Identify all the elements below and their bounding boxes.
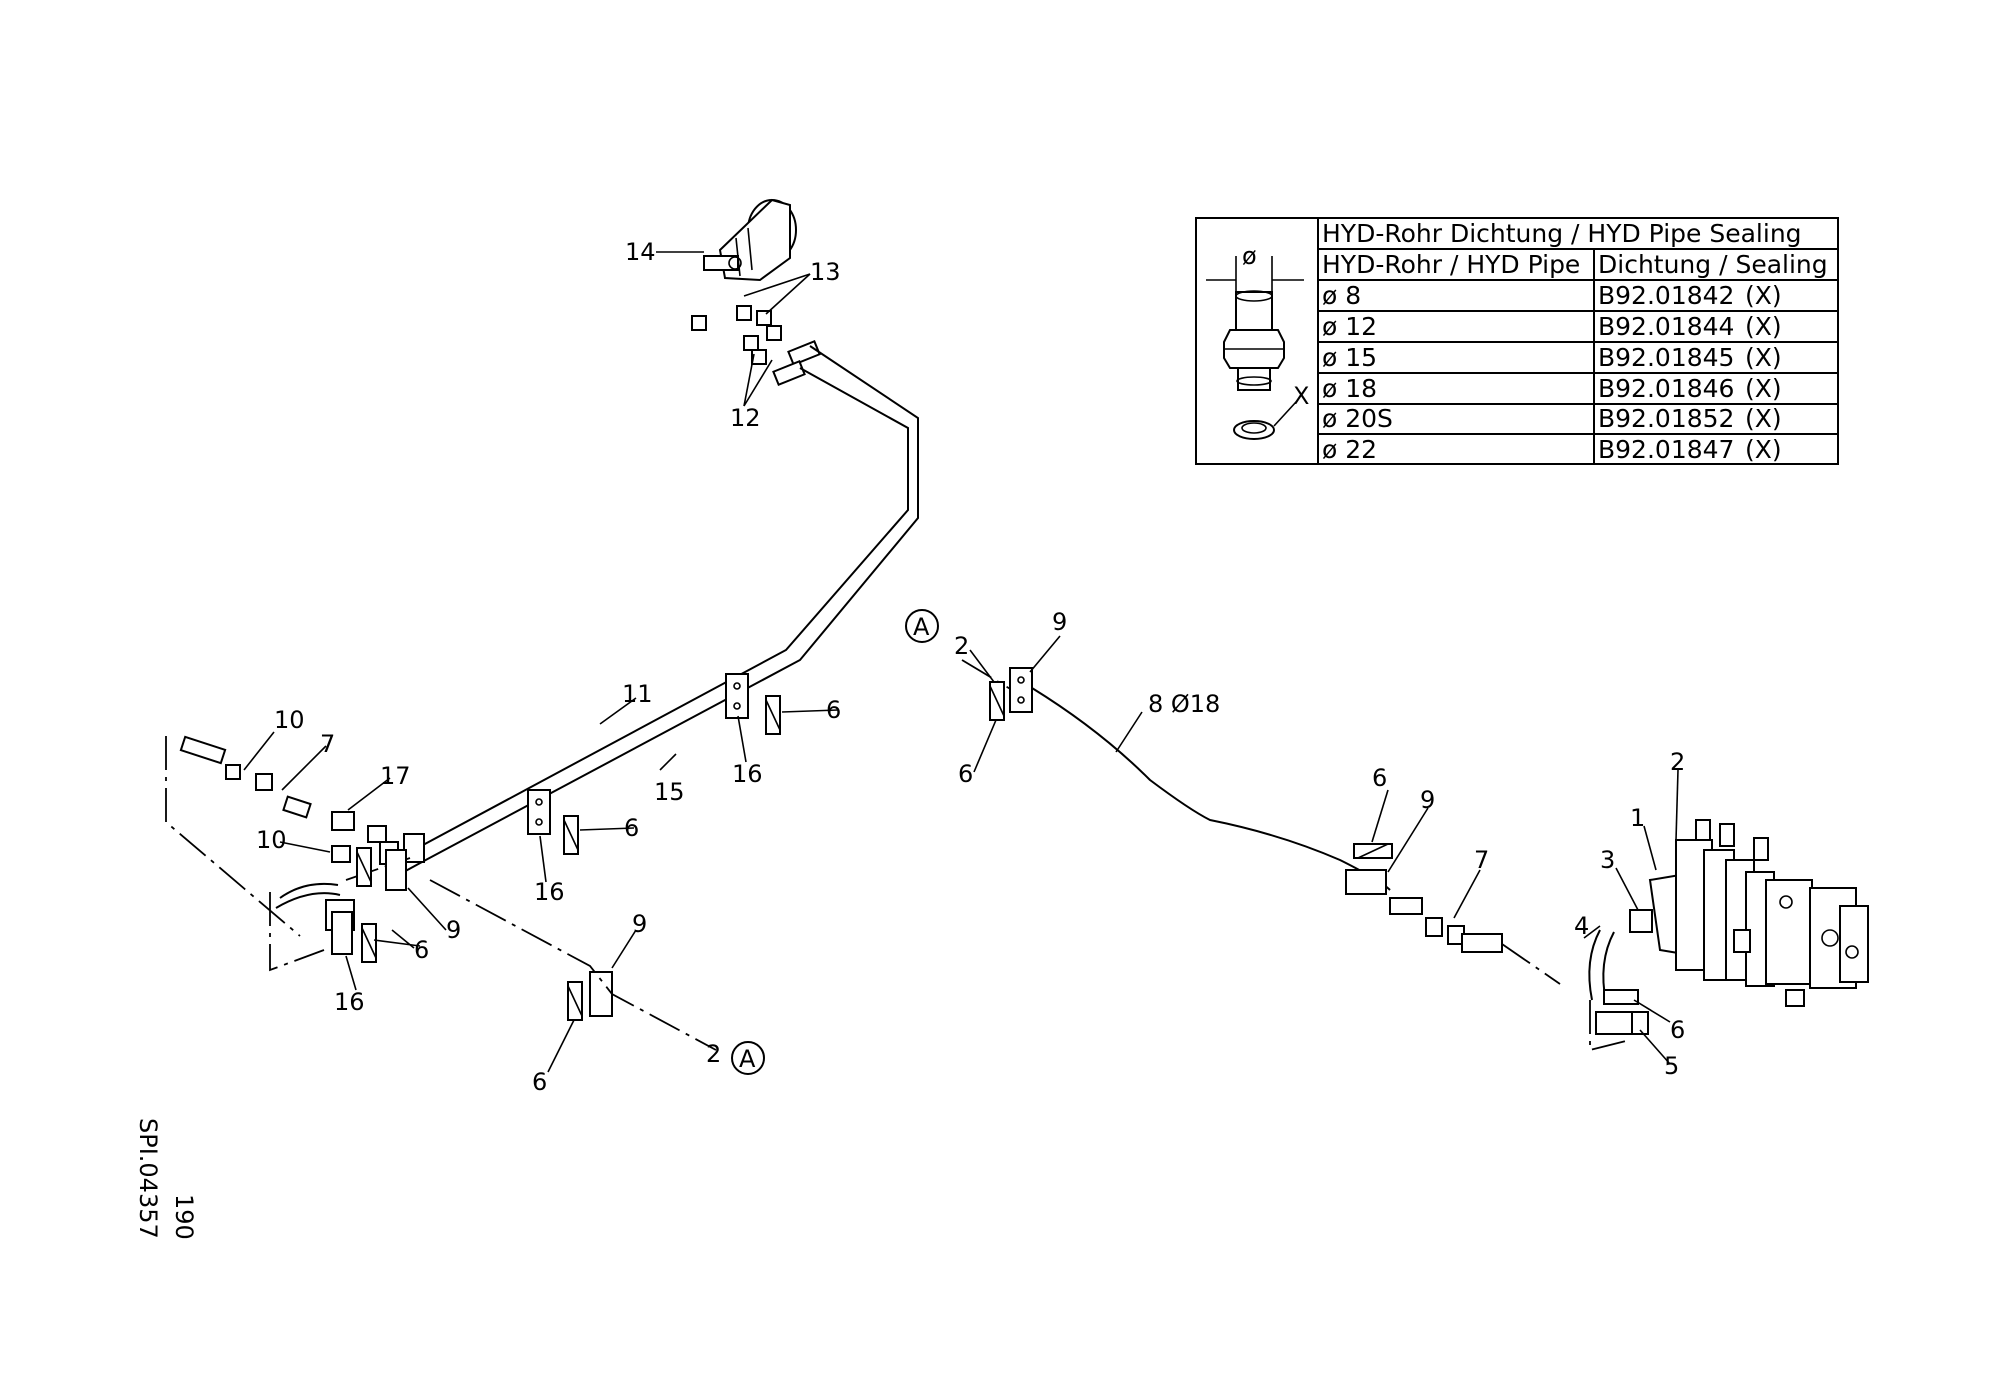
table-header-pipe: HYD-Rohr / HYD Pipe [1322,250,1580,279]
callout-1: 1 [1630,804,1645,832]
table-row-part: B92.01845 [1598,343,1734,372]
table-row-pipe: ø 20S [1322,404,1393,433]
callout-9: 9 [632,910,647,938]
seal-marker-x: X [1293,382,1309,410]
pipe-clamp [527,789,551,835]
callout-6: 6 [414,936,429,964]
callout-2: 2 [706,1040,721,1068]
table-row-pipe: ø 12 [1322,312,1377,341]
table-row-part: B92.01844 [1598,312,1734,341]
callout-10: 10 [274,706,305,734]
table-row-part: B92.01842 [1598,281,1734,310]
table-row-pipe: ø 22 [1322,435,1377,464]
callout-9: 9 [1052,608,1067,636]
diameter-symbol: ø [1242,242,1257,270]
callout-3: 3 [1600,846,1615,874]
hydraulic-motor [703,198,797,282]
clamp-plate [567,981,583,1021]
clamp-plate [1353,843,1393,859]
callout-6: 6 [624,814,639,842]
table-header-sealing: Dichtung / Sealing [1598,250,1828,279]
pipe-clamp [385,849,407,891]
table-row-mark: (X) [1745,281,1782,310]
pipe-8 [961,659,1391,891]
callout-9: 9 [446,916,461,944]
callout-7: 7 [320,730,335,758]
pipe-clamp [1009,667,1033,713]
clamp-plate [563,815,579,855]
callout-14: 14 [625,238,656,266]
callout-9: 9 [1420,786,1435,814]
callout-leaders [243,251,1679,1073]
clamp-plate [356,847,372,887]
callout-12: 12 [730,404,761,432]
callout-16: 16 [732,760,763,788]
table-row-mark: (X) [1745,312,1782,341]
pipe-fitting-illustration: ø X [1206,242,1309,440]
callout-2: 2 [954,632,969,660]
pipe-fitting [1389,897,1561,985]
pipe-clamp [1345,869,1387,895]
callout-11: 11 [622,680,653,708]
drawing-reference: SPI.04357 190 [134,1118,198,1240]
table-row-pipe: ø 15 [1322,343,1377,372]
table-row-mark: (X) [1745,374,1782,403]
sealing-table: HYD-Rohr Dichtung / HYD Pipe Sealing HYD… [1195,217,1839,465]
callout-6: 6 [826,696,841,724]
section-marker-a: A [731,1041,765,1075]
callout-7: 7 [1474,846,1489,874]
section-marker-a: A [905,609,939,643]
callout-labels: 14 13 12 10 7 17 10 11 15 6 16 6 16 9 6 … [256,238,1685,1096]
callout-6: 6 [1670,1016,1685,1044]
clamp-plate [765,695,781,735]
callout-2: 2 [1670,748,1685,776]
callout-13: 13 [810,258,841,286]
callout-6: 6 [1372,764,1387,792]
hose-4 [1588,929,1649,1052]
table-title: HYD-Rohr Dichtung / HYD Pipe Sealing [1322,219,1802,248]
table-row-pipe: ø 8 [1322,281,1361,310]
table-row-pipe: ø 18 [1322,374,1377,403]
motor-fittings [691,305,821,387]
callout-17: 17 [380,762,411,790]
callout-6: 6 [532,1068,547,1096]
section-marker-label: A [739,1045,756,1073]
callout-16: 16 [534,878,565,906]
table-row-mark: (X) [1745,343,1782,372]
pipe-clamp [725,673,749,719]
callout-10: 10 [256,826,287,854]
callout-16: 16 [334,988,365,1016]
control-valve-block [1629,819,1869,1007]
callout-6: 6 [958,760,973,788]
table-row-mark: (X) [1745,404,1782,433]
page-number: 190 [170,1194,198,1240]
table-row-mark: (X) [1745,435,1782,464]
drawing-code: SPI.04357 [134,1118,162,1239]
clamp-plate [989,681,1005,721]
callout-5: 5 [1664,1052,1679,1080]
clamp-plate [361,923,377,963]
callout-4: 4 [1574,912,1589,940]
table-row-part: B92.01846 [1598,374,1734,403]
table-row-part: B92.01852 [1598,404,1734,433]
pipe-clamp [331,911,353,955]
callout-15: 15 [654,778,685,806]
callout-8-diameter: 8 Ø18 [1148,690,1220,718]
section-marker-label: A [913,613,930,641]
table-row-part: B92.01847 [1598,435,1734,464]
